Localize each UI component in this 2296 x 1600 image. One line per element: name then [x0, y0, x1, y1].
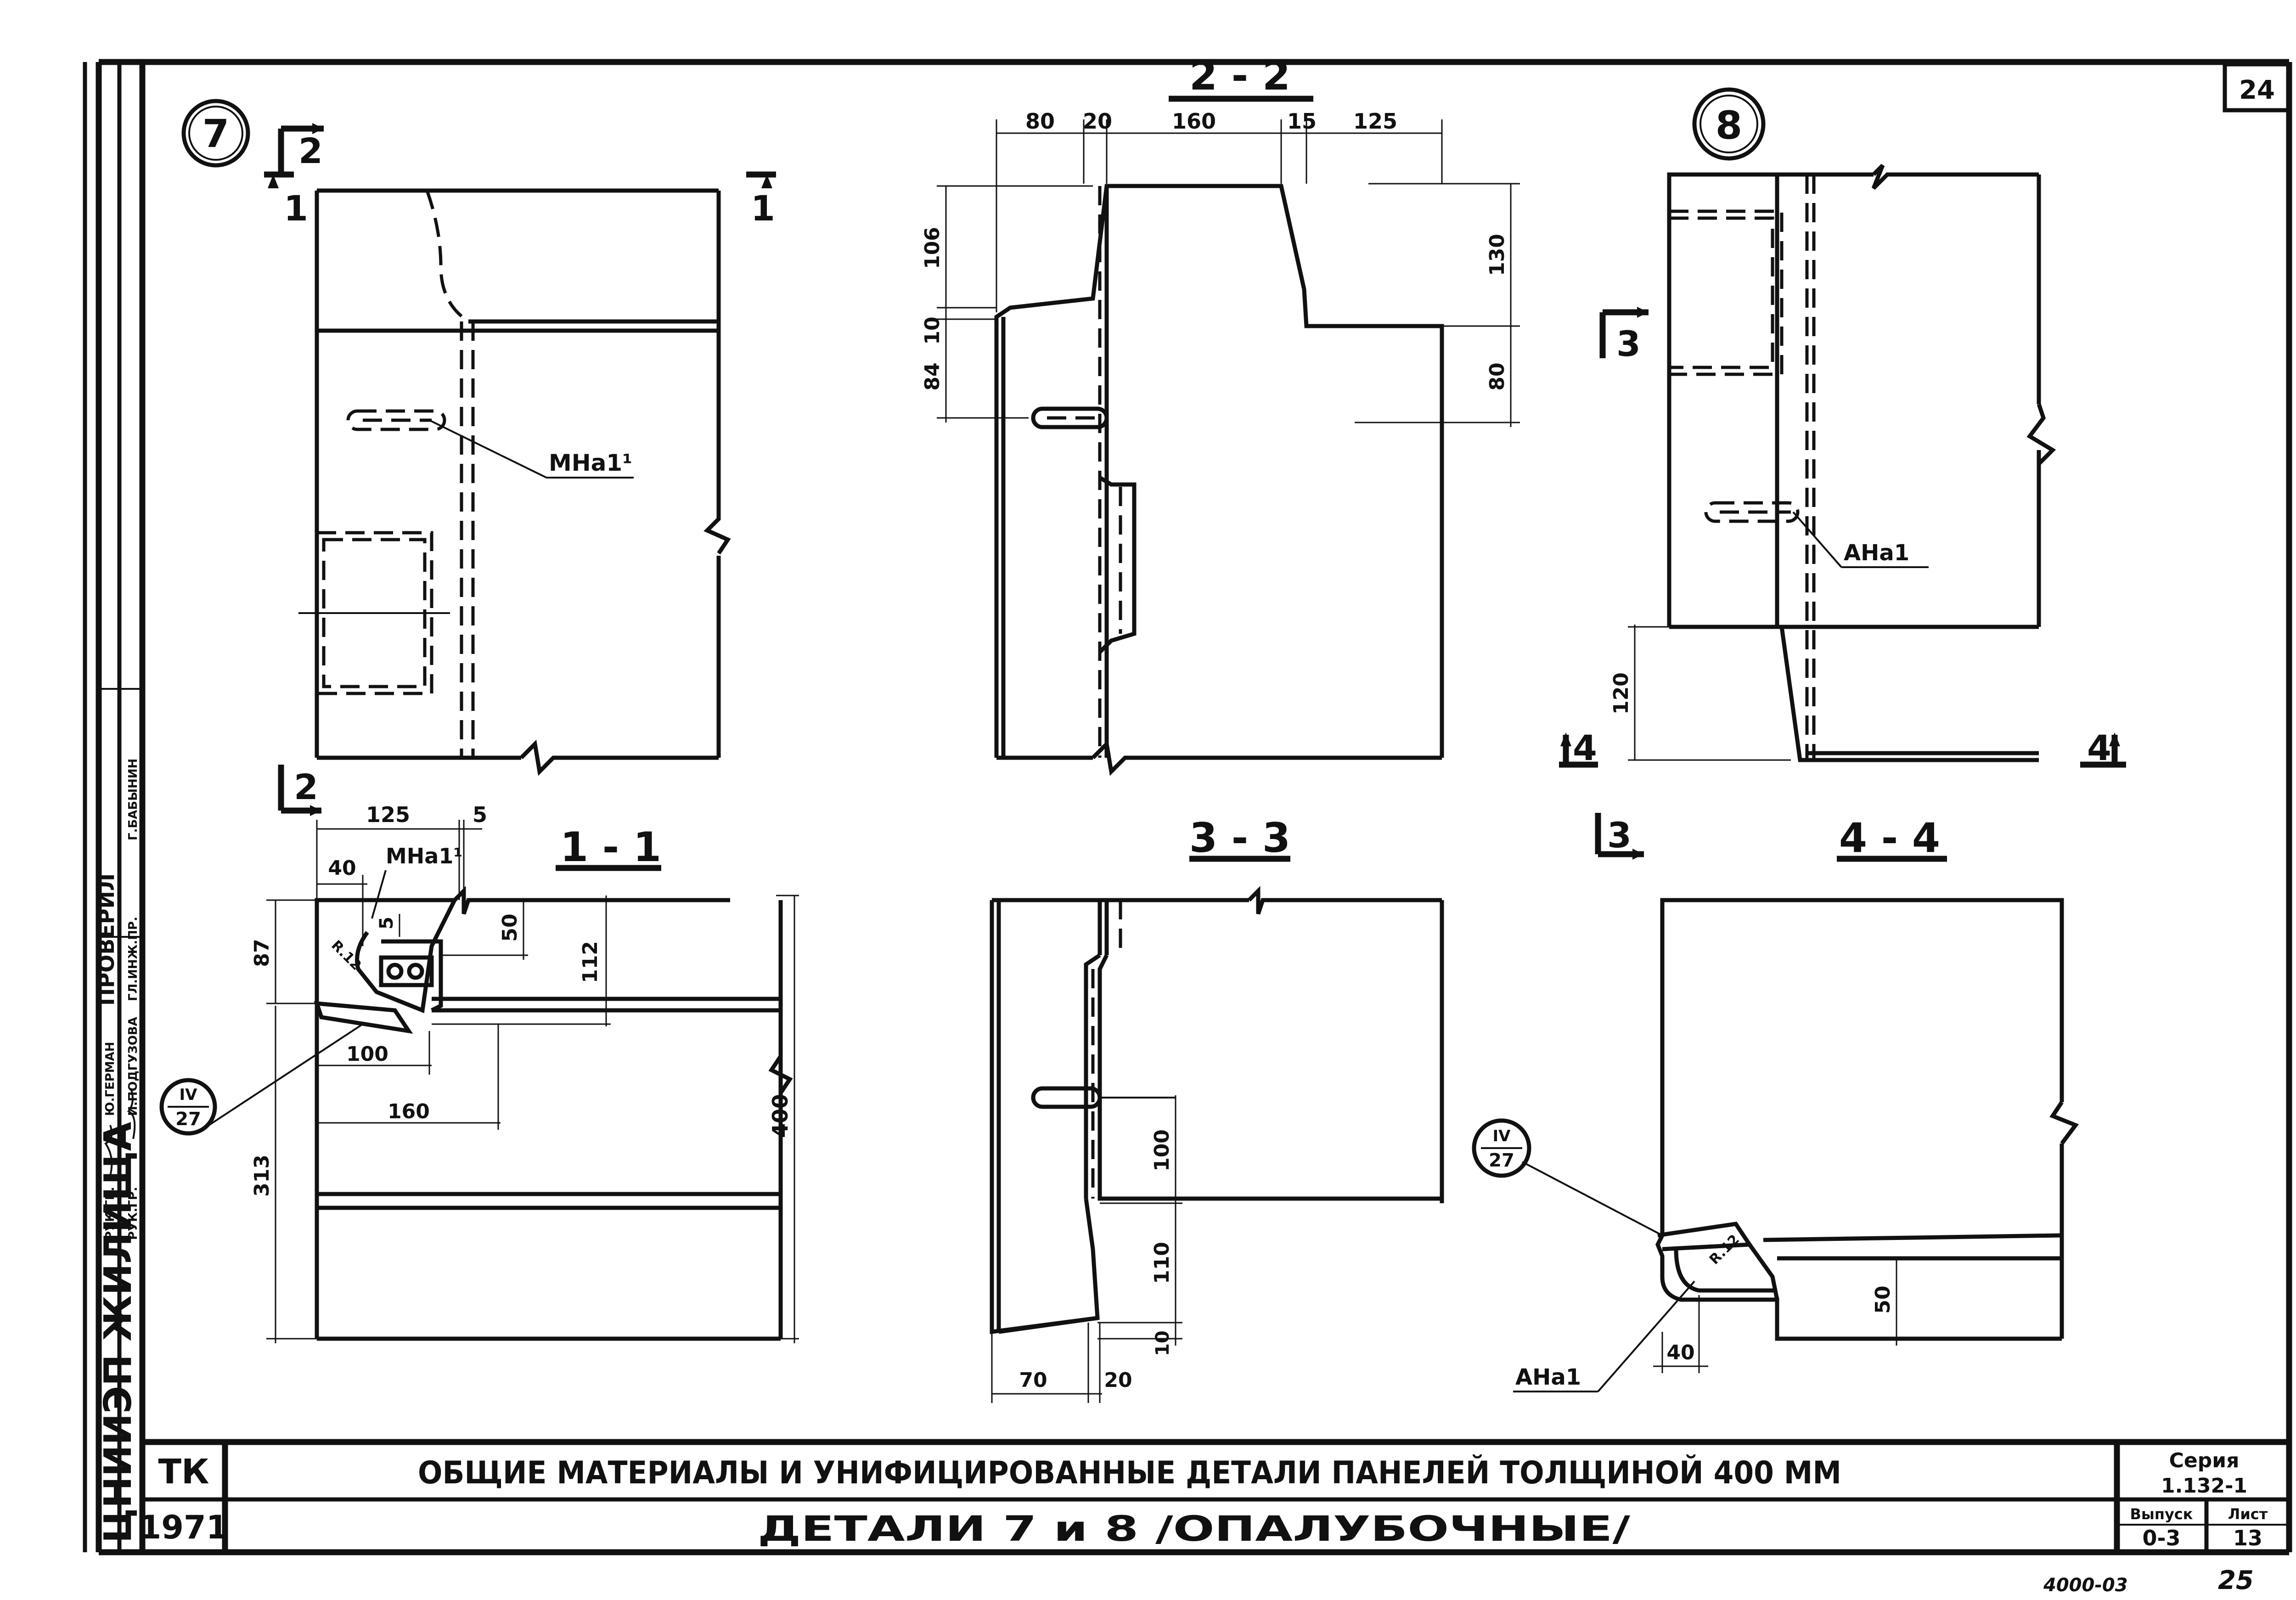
- sheet-number: 24: [2239, 75, 2275, 105]
- s22-dim-15: 15: [1287, 109, 1317, 134]
- s44-dim-40: 40: [1666, 1341, 1694, 1364]
- detail-8-cut4-left: 4: [1573, 727, 1597, 768]
- section-3-3-title: 3 - 3: [1189, 814, 1290, 862]
- s44-radius: R.12: [1706, 1232, 1743, 1268]
- bottom-page: 25: [2218, 1566, 2254, 1595]
- bottom-code: 4000-03: [2043, 1575, 2128, 1596]
- detail-7: 7 2 1 1 МНа1¹: [181, 99, 776, 776]
- section-3-3: 3 - 3 3 100 110 10 70 20: [990, 813, 1644, 1403]
- s11-cut2: 2: [294, 766, 318, 807]
- series-label: Серия: [2169, 1449, 2240, 1472]
- s33-dim-110: 110: [1150, 1242, 1174, 1284]
- org-name: ЦНИИЭП ЖИЛИЩА: [96, 1121, 140, 1543]
- s44-callout-top: IV: [1493, 1127, 1511, 1145]
- detail-7-cut1-left: 1: [284, 188, 308, 229]
- s44-dim-50: 50: [1871, 1285, 1895, 1313]
- role-2: РУК.ГР.: [126, 1187, 140, 1240]
- s44-callout-bottom: 27: [1489, 1150, 1514, 1171]
- main-title: ОБЩИЕ МАТЕРИАЛЫ И УНИФИЦИРОВАННЫЕ ДЕТАЛИ…: [418, 1454, 1841, 1491]
- s44-label: АНа1: [1515, 1364, 1581, 1390]
- signature-mark-2: [127, 1088, 136, 1139]
- s22-dim-20: 20: [1083, 109, 1112, 134]
- s33-cut3: 3: [1607, 815, 1632, 856]
- detail-7-label: МНа1¹: [549, 450, 632, 476]
- section-2-2: 2 - 2 80 20 160 15 125 106 10 84 130 80: [921, 52, 1520, 776]
- s11-callout-bottom: 27: [175, 1109, 201, 1130]
- s22-dim-10: 10: [921, 316, 944, 344]
- section-4-4: 4 - 4 R.12 40 50 IV 27 АНа1: [1472, 814, 2079, 1392]
- sub-title: ДЕТАЛИ 7 и 8 /ОПАЛУБОЧНЫЕ/: [758, 1508, 1630, 1549]
- sheet-frame: [83, 59, 2292, 1555]
- s11-dim-40: 40: [328, 856, 356, 880]
- detail-8: 8 3 АНа1 120 4 4: [1559, 87, 2126, 768]
- s11-dim-313: 313: [250, 1155, 274, 1197]
- role-1: РУК.ГР.: [103, 1187, 117, 1240]
- s22-dim-130: 130: [1486, 234, 1509, 276]
- detail-8-dim-120: 120: [1609, 672, 1633, 715]
- section-4-4-title: 4 - 4: [1839, 814, 1940, 862]
- name-3: Г.БАБЫНИН: [126, 759, 140, 840]
- s33-dim-100: 100: [1150, 1129, 1174, 1172]
- s33-dim-10: 10: [1152, 1330, 1173, 1356]
- section-2-2-title: 2 - 2: [1189, 52, 1290, 99]
- role-3: ГЛ.ИНЖ.ПР.: [126, 917, 140, 1001]
- signature-mark: [104, 1125, 113, 1176]
- name-1: Ю.ГЕРМАН: [103, 1042, 117, 1116]
- s11-dim-5b: 5: [376, 917, 397, 930]
- s22-dim-80r: 80: [1486, 362, 1509, 390]
- checked-label: ПРОВЕРИЛ: [94, 873, 119, 1006]
- s11-dim-125: 125: [366, 802, 410, 827]
- s11-dim-50: 50: [498, 913, 522, 941]
- title-block: ТК 1971 ОБЩИЕ МАТЕРИАЛЫ И УНИФИЦИРОВАННЫ…: [139, 1439, 2289, 1552]
- s22-dim-125: 125: [1353, 109, 1397, 134]
- s11-callout-top: IV: [180, 1086, 198, 1104]
- s11-dim-160: 160: [388, 1100, 430, 1123]
- detail-8-number: 8: [1716, 103, 1742, 148]
- sheet-value: 13: [2233, 1526, 2262, 1550]
- detail-7-cut1-right: 1: [751, 188, 775, 229]
- s22-dim-106: 106: [921, 227, 944, 269]
- s22-dim-84: 84: [921, 362, 944, 390]
- bottom-notes: 4000-03 25: [2043, 1566, 2254, 1596]
- detail-7-cut2: 2: [298, 130, 323, 171]
- detail-8-cut4-right: 4: [2087, 727, 2111, 768]
- section-1-1-title: 1 - 1: [560, 823, 661, 871]
- s22-dim-80: 80: [1025, 109, 1055, 134]
- detail-8-label: АНа1: [1844, 540, 1909, 566]
- sheet-label: Лист: [2228, 1505, 2268, 1523]
- s11-dim-100: 100: [346, 1042, 388, 1066]
- left-strip: ЦНИИЭП ЖИЛИЩА РУК.ГР. Ю.ГЕРМАН РУК.ГР. И…: [94, 688, 142, 1543]
- s11-dim-400: 400: [768, 1094, 793, 1138]
- s11-dim-112: 112: [579, 941, 602, 983]
- s33-dim-20: 20: [1104, 1369, 1132, 1392]
- s11-label: МНа1¹: [386, 844, 462, 868]
- s11-dim-5: 5: [473, 802, 487, 827]
- s33-dim-70: 70: [1019, 1369, 1047, 1392]
- series-value: 1.132-1: [2161, 1474, 2247, 1498]
- detail-7-number: 7: [203, 111, 229, 156]
- issue-value: 0-3: [2142, 1526, 2180, 1550]
- year-label: 1971: [139, 1509, 229, 1546]
- s22-dim-160: 160: [1172, 109, 1216, 134]
- s11-dim-87: 87: [250, 939, 274, 967]
- issue-label: Выпуск: [2130, 1505, 2193, 1523]
- tk-label: ТК: [158, 1452, 209, 1492]
- sheet-number-box: 24: [2223, 62, 2291, 113]
- detail-8-cut3: 3: [1616, 323, 1641, 364]
- section-1-1: 1 - 1 2 125 5 40 МНа1¹ R.12 5: [159, 765, 799, 1343]
